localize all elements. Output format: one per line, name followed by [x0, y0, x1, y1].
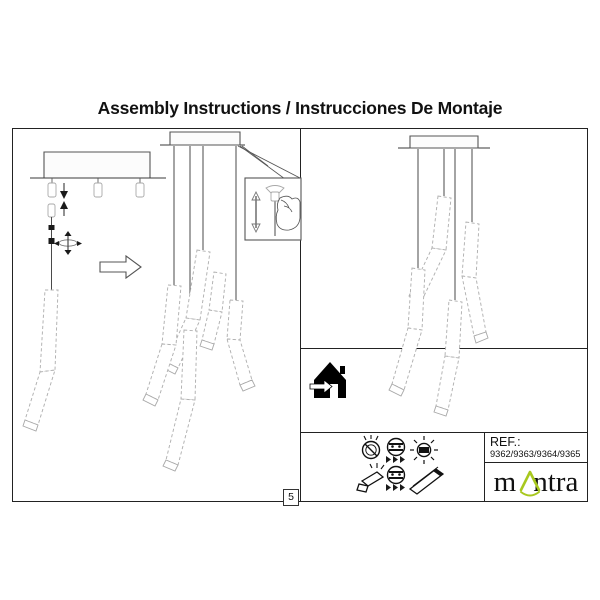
reference-divider-horizontal [484, 462, 588, 464]
reference-label: REF.: [490, 435, 521, 449]
footer-divider-horizontal [300, 432, 588, 434]
brand-logo-ntra: ntra [533, 465, 579, 498]
brand-logo-m: m [493, 465, 517, 498]
reference-value: 9362/9363/9364/9365 [490, 449, 581, 459]
reference-box: REF.: 9362/9363/9364/9365 [486, 434, 586, 460]
brand-logo-text: m ntra [486, 463, 586, 501]
panel-divider-vertical [300, 128, 302, 502]
mantra-chevron-icon [519, 470, 541, 497]
warning-divider-horizontal [300, 348, 588, 350]
reference-divider-vertical [484, 432, 486, 502]
page-title: Assembly Instructions / Instrucciones De… [97, 98, 503, 118]
page-number: 5 [283, 489, 299, 506]
brand-logo: m ntra [486, 463, 586, 501]
